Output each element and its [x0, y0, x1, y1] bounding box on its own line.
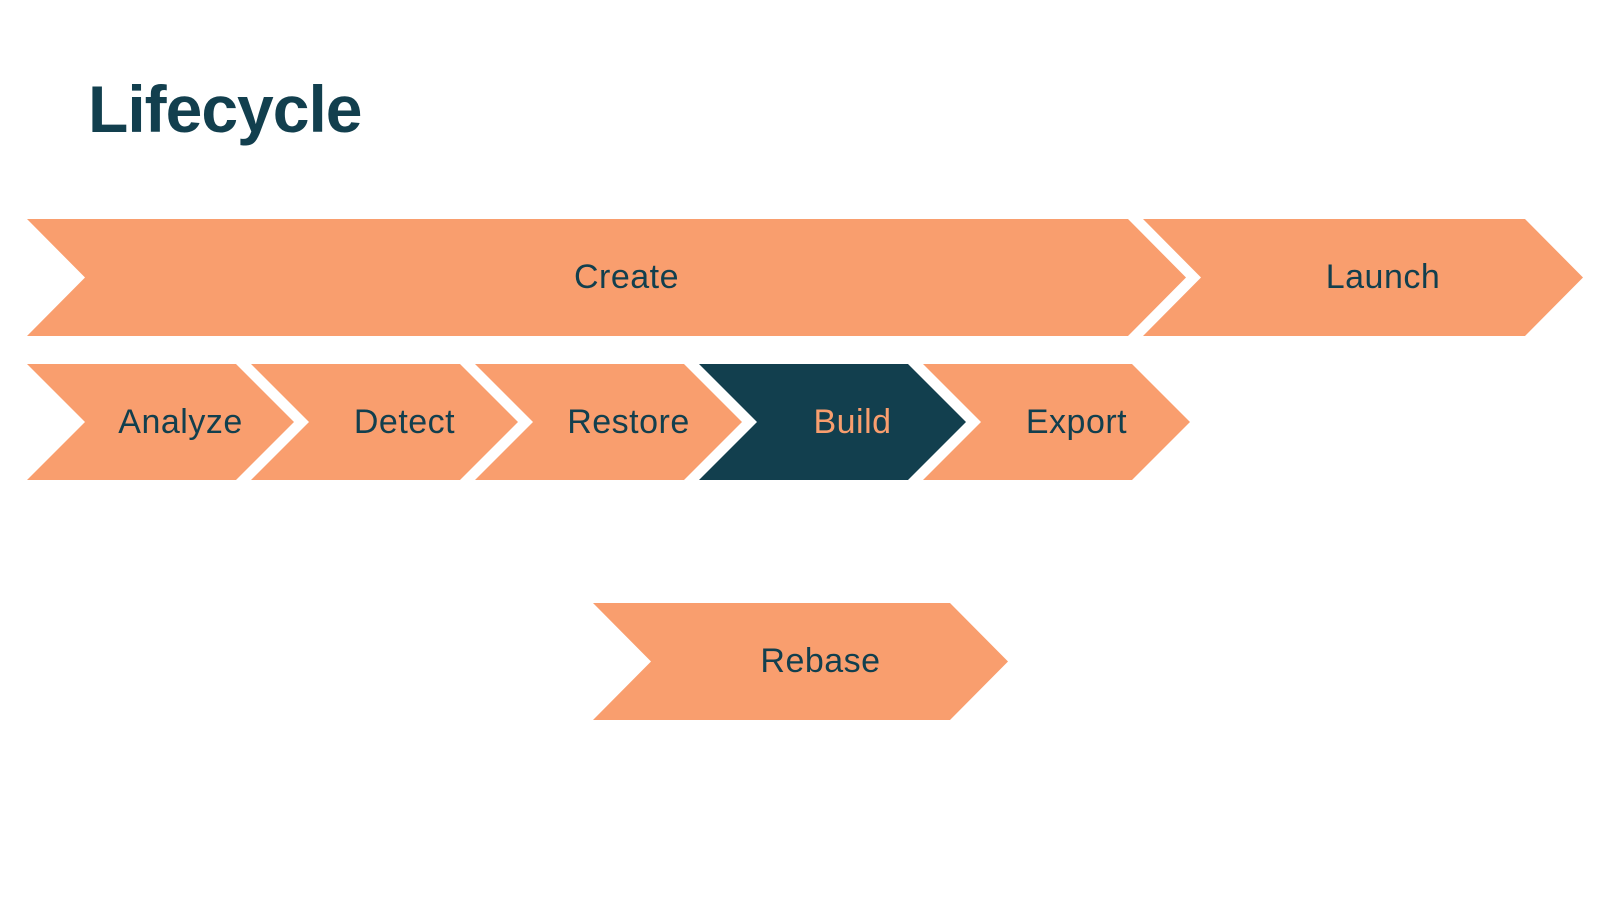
chevron-rebase: Rebase — [593, 603, 1008, 720]
chevron-analyze: Analyze — [27, 364, 294, 480]
chevron-export: Export — [923, 364, 1190, 480]
page-title: Lifecycle — [88, 72, 362, 146]
step-label-analyze: Analyze — [118, 402, 243, 441]
step-label-restore: Restore — [567, 402, 690, 441]
step-label-export: Export — [1025, 402, 1128, 441]
chevron-create: Create — [27, 219, 1186, 336]
step-label-detect: Detect — [353, 402, 456, 441]
step-label-rebase: Rebase — [760, 642, 881, 680]
step-label-launch: Launch — [1325, 258, 1441, 296]
chevron-launch: Launch — [1143, 219, 1583, 336]
step-label-build: Build — [813, 402, 892, 441]
step-label-create: Create — [573, 258, 680, 296]
